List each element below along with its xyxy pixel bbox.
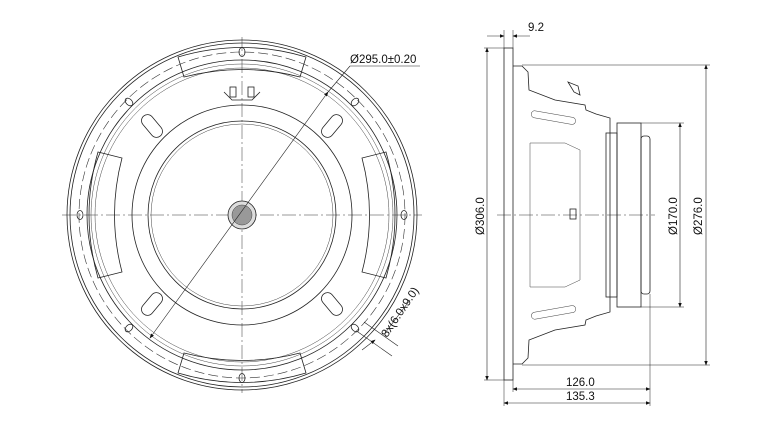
cutout-diameter-dimension: Ø276.0 bbox=[693, 197, 705, 235]
mounting-hole-dimension: 8x(6.0x9.0) bbox=[380, 285, 422, 340]
side-view: 9.2 Ø306.0 Ø170.0 Ø276.0 126.0 135.3 bbox=[475, 22, 710, 406]
front-view: Ø295.0±0.20 8x(6.0x9.0) bbox=[62, 37, 422, 393]
outer-diameter-dimension: Ø306.0 bbox=[475, 197, 487, 235]
magnet-diameter-dimension: Ø170.0 bbox=[668, 197, 680, 235]
flange-thickness-dimension: 9.2 bbox=[528, 22, 544, 34]
total-depth-dimension: 135.3 bbox=[566, 391, 595, 403]
mounting-holes bbox=[76, 47, 408, 383]
bolt-circle-dimension: Ø295.0±0.20 bbox=[350, 54, 416, 66]
depth-dimension: 126.0 bbox=[566, 377, 595, 389]
